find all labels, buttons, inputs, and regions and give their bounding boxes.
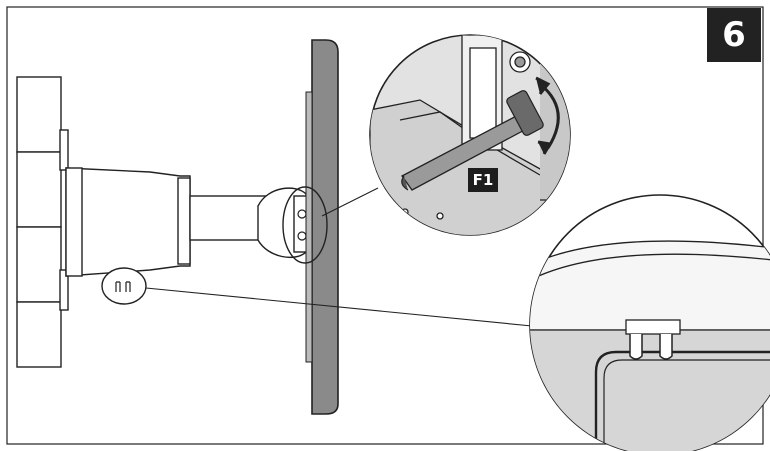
wall-plate xyxy=(16,76,69,368)
cable-clip-icon xyxy=(115,281,131,292)
wrench-detail-view xyxy=(369,34,571,236)
tv-panel xyxy=(305,39,339,415)
diagram-border xyxy=(6,6,764,445)
bracket-callout-circle xyxy=(282,186,328,264)
clip-callout-circle xyxy=(101,267,147,305)
cable-clip-detail-view xyxy=(529,194,770,451)
mount-arm xyxy=(65,167,313,277)
callout-leader-lines xyxy=(145,187,533,327)
hex-key-wrench-icon xyxy=(401,90,544,191)
step-number-badge: 6 xyxy=(707,8,761,62)
tool-label-f1: F1 xyxy=(468,168,498,192)
rotate-arrows-icon xyxy=(535,76,560,155)
